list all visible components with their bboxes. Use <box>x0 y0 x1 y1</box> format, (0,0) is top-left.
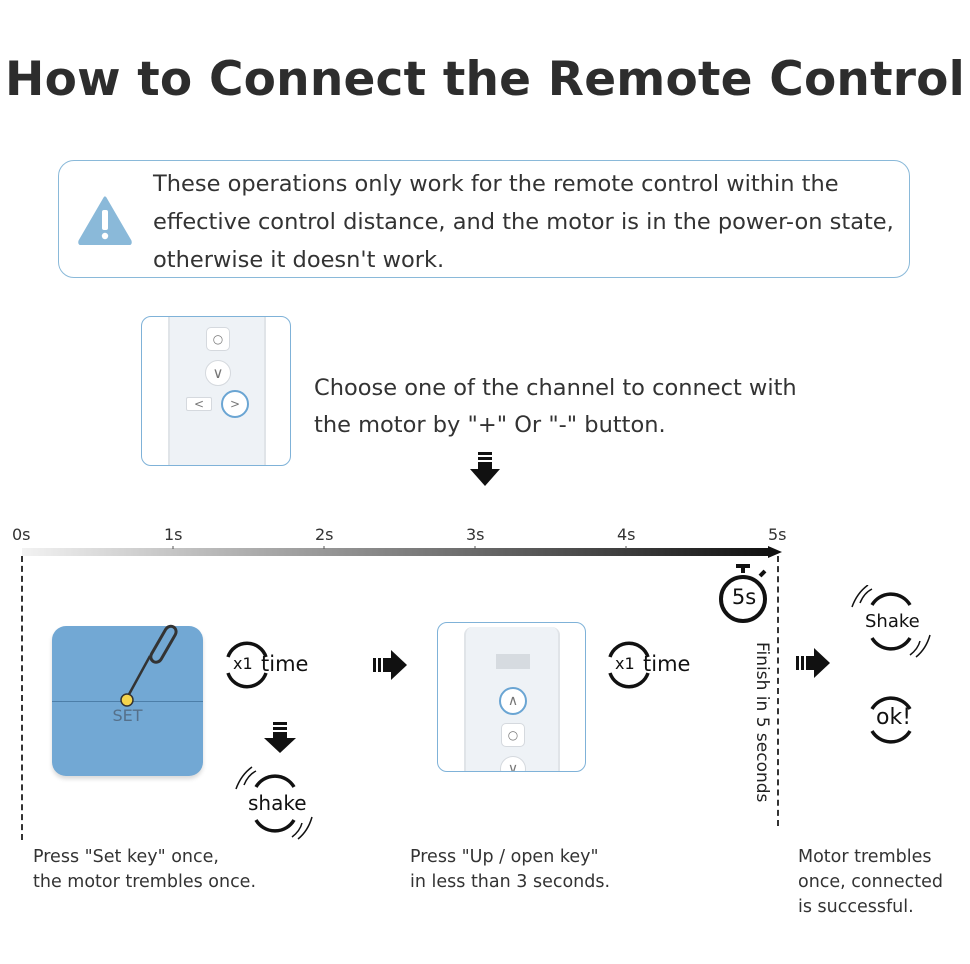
x1-time-icon: x1 time <box>222 640 322 690</box>
x1-label: x1 <box>615 654 635 673</box>
tick-3s: 3s <box>466 525 485 544</box>
indicator-display <box>496 654 530 669</box>
right-arrow-icon <box>373 650 407 680</box>
finish-text: Finish in 5 seconds <box>744 642 774 807</box>
step3-caption-line-3: is successful. <box>798 897 914 917</box>
step2-caption-line-2: in less than 3 seconds. <box>410 872 611 892</box>
shake-label: Shake <box>865 611 920 632</box>
choose-line-1: Choose one of the channel to connect wit… <box>314 375 797 401</box>
x1-time-icon: x1 time <box>604 640 704 690</box>
timer-label: 5s <box>731 585 757 609</box>
stop-button-icon: ○ <box>501 723 525 747</box>
stop-button-icon: ○ <box>206 327 230 351</box>
stopwatch-icon: 5s <box>716 562 772 626</box>
pin-tool-icon <box>120 624 178 707</box>
tick-1s: 1s <box>164 525 183 544</box>
remote-channel-image: ○ ∨ < > <box>141 316 291 466</box>
down-arrow-icon <box>470 452 500 486</box>
right-arrow-icon <box>796 648 830 678</box>
timeline-bar <box>22 546 782 558</box>
step1-caption: Press "Set key" once, the motor trembles… <box>33 845 256 895</box>
shake-icon: shake <box>232 765 322 840</box>
notice-box: These operations only work for the remot… <box>58 160 910 278</box>
shake-label: shake <box>248 791 307 815</box>
start-dashed-line <box>21 556 23 840</box>
end-dashed-line <box>777 556 779 826</box>
up-button-icon: ∧ <box>499 687 527 715</box>
remote-body: ∧ ○ ∨ <box>464 627 560 771</box>
step3-caption-line-1: Motor trembles <box>798 847 932 867</box>
step3-caption: Motor trembles once, connected is succes… <box>798 845 943 920</box>
finish-text-label: Finish in 5 seconds <box>752 642 772 803</box>
motor-set-box: SET <box>52 624 203 776</box>
ok-icon: ok! <box>868 695 918 745</box>
choose-line-2: the motor by "+" Or "-" button. <box>314 412 666 438</box>
remote-body: ○ ∨ < > <box>168 317 266 465</box>
tick-5s: 5s <box>768 525 787 544</box>
prev-channel-button-icon: < <box>186 397 212 411</box>
warning-icon <box>78 196 132 245</box>
set-label: SET <box>112 706 143 725</box>
down-arrow-icon <box>264 722 296 753</box>
time-label: time <box>261 652 309 676</box>
step1-caption-line-2: the motor trembles once. <box>33 872 257 892</box>
x1-label: x1 <box>233 654 253 673</box>
down-button-icon: ∨ <box>205 360 231 386</box>
notice-text: These operations only work for the remot… <box>153 171 894 273</box>
step2-caption-line-1: Press "Up / open key" <box>410 847 599 867</box>
time-label: time <box>643 652 691 676</box>
step1-caption-line-1: Press "Set key" once, <box>33 847 219 867</box>
tick-4s: 4s <box>617 525 636 544</box>
step3-caption-line-2: once, connected <box>798 872 943 892</box>
shake-icon: Shake <box>848 585 938 660</box>
down-button-icon: ∨ <box>500 756 526 771</box>
next-channel-button-icon: > <box>221 390 249 418</box>
page-title: How to Connect the Remote Control <box>5 52 965 107</box>
choose-channel-text: Choose one of the channel to connect wit… <box>314 370 797 444</box>
tick-2s: 2s <box>315 525 334 544</box>
tick-0s: 0s <box>12 525 31 544</box>
step2-caption: Press "Up / open key" in less than 3 sec… <box>410 845 610 895</box>
ok-label: ok! <box>876 705 912 730</box>
remote-up-image: ∧ ○ ∨ <box>437 622 586 772</box>
